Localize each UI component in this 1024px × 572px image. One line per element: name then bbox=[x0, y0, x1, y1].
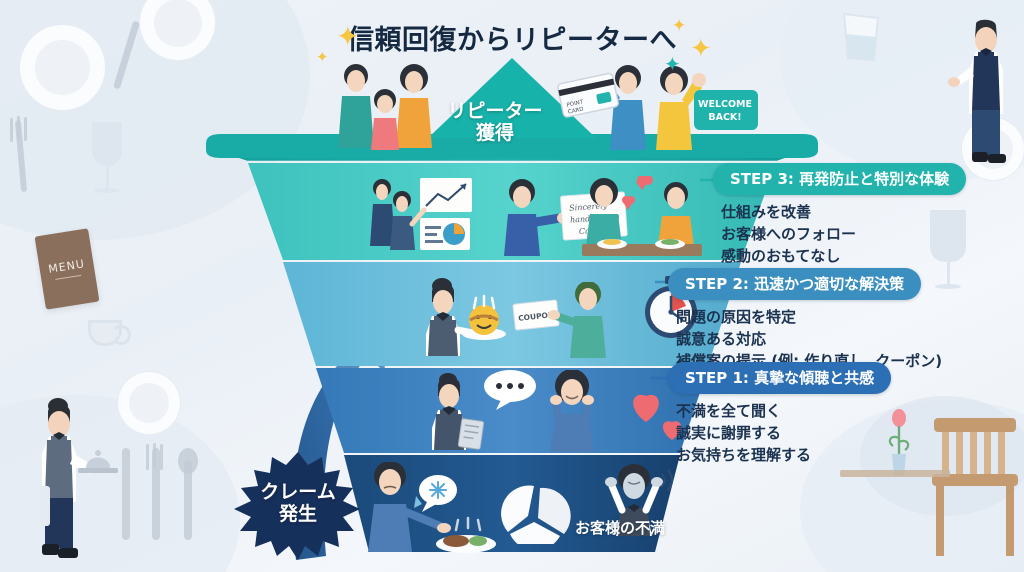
sparkle-icon: ✦ bbox=[690, 34, 712, 64]
scene-happy-dining-couple bbox=[582, 176, 702, 256]
broken-plate-icon bbox=[501, 485, 571, 544]
hearts-icon bbox=[633, 394, 682, 440]
step2-item-1: 問題の原因を特定 bbox=[676, 308, 797, 326]
speech-bubble-ellipsis bbox=[484, 370, 536, 410]
burst-line-1: クレーム bbox=[260, 481, 336, 504]
scene-staff-serving-dish bbox=[426, 278, 506, 356]
burst-shape bbox=[234, 452, 360, 560]
scene-coupon-offer: COUPON bbox=[512, 282, 606, 358]
welcome-sign-line1: WELCOME bbox=[698, 99, 752, 110]
step1-item-1: 不満を全て聞く bbox=[676, 402, 782, 420]
funnel-layer-step1 bbox=[316, 368, 708, 453]
complaint-burst-badge: クレーム 発生 bbox=[223, 452, 373, 560]
scene-stressed-staff bbox=[605, 464, 673, 536]
step1-body: 不満を全て聞く 誠実に謝罪する お気持ちを理解する bbox=[676, 400, 891, 467]
funnel-top-label-line1: リピーター bbox=[447, 100, 543, 122]
sparkle-icon: ✦ bbox=[336, 20, 360, 53]
scene-process-improvement bbox=[370, 178, 472, 250]
step1-item-3: お気持ちを理解する bbox=[676, 446, 812, 465]
scene-repeat-customers bbox=[338, 64, 432, 150]
funnel-top-label: リピーター 獲得 bbox=[405, 100, 585, 145]
step2-pill-label: STEP 2: 迅速かつ適切な解決策 bbox=[668, 268, 922, 300]
card-line1: Sincerely bbox=[569, 201, 608, 213]
step3-body: 仕組みを改善 お客様へのフォロー 感動のおもてなし bbox=[721, 201, 966, 268]
sparkle-icon: ✦ bbox=[672, 16, 687, 36]
step-callout-1: STEP 1: 真摯な傾聴と共感 不満を全て聞く 誠実に謝罪する お気持ちを理解… bbox=[668, 362, 892, 467]
funnel-top-label-line2: 獲得 bbox=[475, 122, 514, 145]
scene-upset-customer bbox=[550, 370, 594, 452]
scene-complaining-guest bbox=[368, 462, 496, 553]
point-card-icon: POINT CARD bbox=[557, 72, 619, 118]
welcome-back-sign: WELCOME BACK! bbox=[694, 90, 758, 130]
coupon-label: COUPON bbox=[518, 310, 555, 323]
point-card-line2: CARD bbox=[568, 107, 585, 116]
step1-pill-label: STEP 1: 真摯な傾聴と共感 bbox=[668, 362, 892, 394]
scene-listening-staff bbox=[432, 373, 485, 450]
step-callout-2: STEP 2: 迅速かつ適切な解決策 問題の原因を特定 誠意ある対応 補償案の提… bbox=[668, 268, 942, 373]
step3-pill-label: STEP 3: 再発防止と特別な体験 bbox=[713, 163, 967, 195]
sparkle-icon: ✦ bbox=[664, 52, 681, 76]
step-callout-3: STEP 3: 再発防止と特別な体験 仕組みを改善 お客様へのフォロー 感動のお… bbox=[713, 163, 967, 268]
burst-text: クレーム 発生 bbox=[260, 481, 336, 530]
step2-item-2: 誠意ある対応 bbox=[676, 330, 767, 349]
page-title: 信頼回復からリピーターへ bbox=[347, 25, 677, 56]
teal-chevron bbox=[428, 58, 596, 138]
welcome-sign-line2: BACK! bbox=[708, 112, 741, 123]
step3-item-1: 仕組みを改善 bbox=[721, 203, 812, 221]
step3-item-3: 感動のおもてなし bbox=[721, 247, 841, 266]
step1-item-2: 誠実に謝罪する bbox=[676, 424, 782, 443]
point-card-line1: POINT bbox=[566, 99, 584, 108]
funnel-layer-step2 bbox=[283, 262, 741, 366]
sparkle-icon: ✦ bbox=[316, 48, 329, 66]
funnel-bottom-label: お客様の不満 bbox=[574, 519, 665, 537]
burst-line-2: 発生 bbox=[278, 503, 317, 525]
step3-item-2: お客様へのフォロー bbox=[721, 225, 857, 244]
